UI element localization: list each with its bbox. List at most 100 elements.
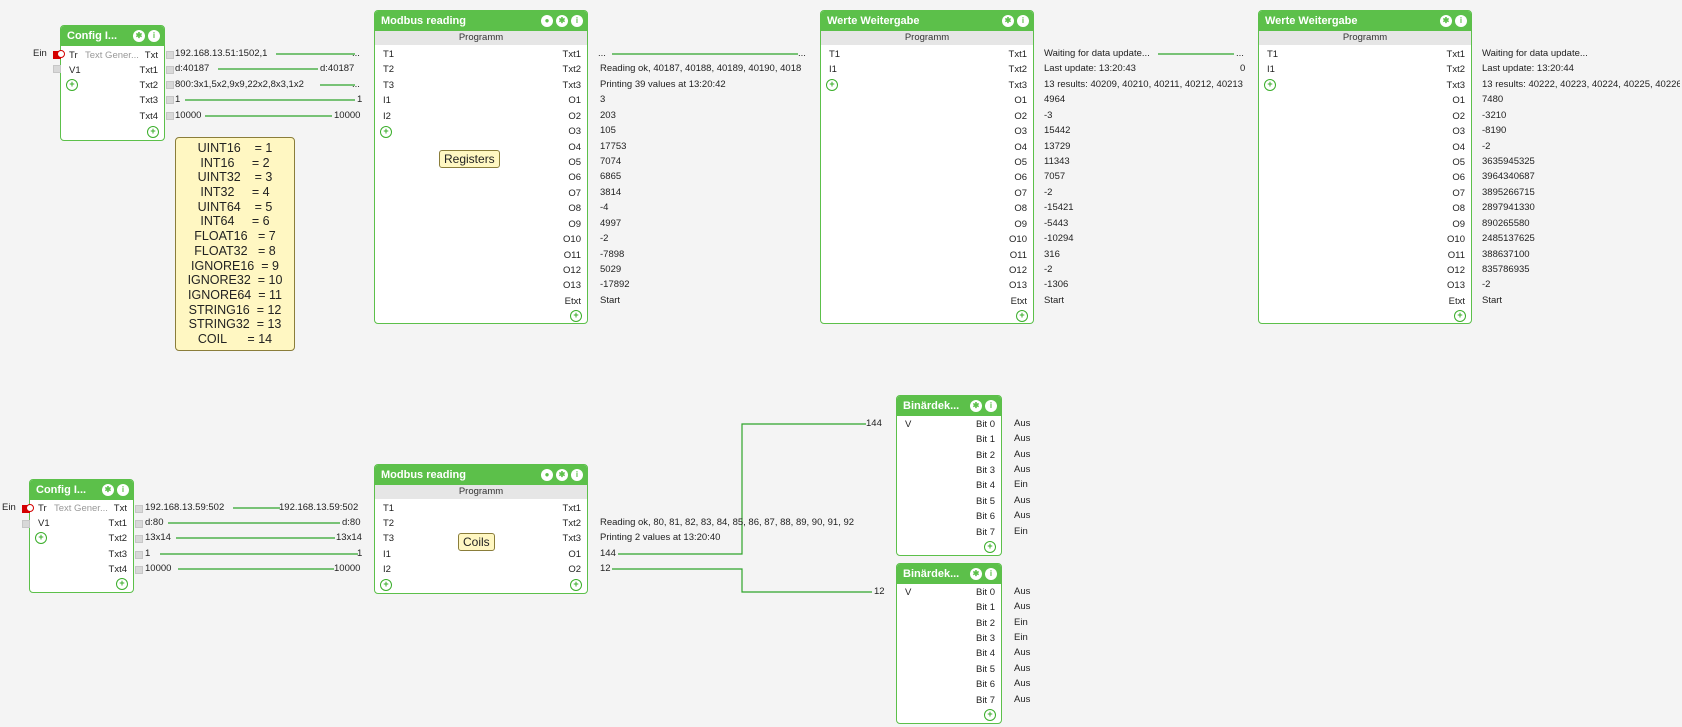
plus-circle-icon[interactable]: + [380,126,392,138]
werte-weitergabe-block-2[interactable]: Werte Weitergabe ✱i Programm T1 I1 + Txt… [1258,10,1472,324]
modbus-reading-block-2[interactable]: Modbus reading ●✱i Programm T1 T2 T3 I1 … [374,464,588,594]
wire-end-value: 10000 [334,563,361,574]
config1-txt4-value: 10000 [175,110,202,121]
output-o5: O5 [1452,157,1465,168]
binar1-bit4-value: Ein [1014,479,1028,490]
werte1-txt1-value: Waiting for data update... [1044,48,1150,59]
info-icon[interactable]: i [571,469,583,481]
binar1-bit6-value: Aus [1014,510,1031,521]
werte1-o7-value: -2 [1044,187,1053,198]
werte2-o7-value: 3895266715 [1482,187,1535,198]
wire-end-value: 1 [357,548,363,559]
output-nub[interactable] [135,505,143,513]
config-block-2[interactable]: Config I... ✱i Tr Text Gener... V1 + Txt… [29,479,134,593]
config-block-1[interactable]: Config I... ✱i Tr Text Gener... V1 + Txt… [60,25,165,141]
binardecoder-block-1[interactable]: Binärdek... ✱i V Bit 0 Bit 1 Bit 2 Bit 3… [896,395,1002,556]
output-nub[interactable] [135,566,143,574]
legend-line: INT32 = 4 [200,185,270,200]
input-t3: T3 [383,533,395,544]
output-bit-4: Bit 4 [975,648,995,659]
werte-weitergabe-block-1[interactable]: Werte Weitergabe ✱i Programm T1 I1 + Txt… [820,10,1034,324]
output-o1: O1 [568,549,581,560]
plus-circle-icon[interactable]: + [570,310,582,322]
output-txt4: Txt4 [108,564,127,575]
output-o11: O11 [1447,250,1465,261]
input-nub[interactable] [22,520,30,528]
input-i2: I2 [383,564,391,575]
gear-icon[interactable]: ✱ [556,15,568,27]
plus-circle-icon[interactable]: + [1016,310,1028,322]
settings-icon[interactable]: ● [541,15,553,27]
modbus-reading-block-1[interactable]: Modbus reading ●✱i Programm T1 T2 T3 I1 … [374,10,588,324]
output-o8: O8 [568,203,581,214]
info-icon[interactable]: i [571,15,583,27]
binar1-bit3-value: Aus [1014,464,1031,475]
output-bit-5: Bit 5 [975,496,995,507]
trigger-ring-icon[interactable] [26,504,34,512]
werte1-o11-value: 316 [1044,249,1060,260]
output-bit-6: Bit 6 [975,511,995,522]
output-nub[interactable] [166,96,174,104]
output-nub[interactable] [166,51,174,59]
output-nub[interactable] [166,81,174,89]
text-generator-label: Text Gener... [54,503,108,514]
output-o5: O5 [1014,157,1027,168]
output-o11: O11 [563,250,581,261]
info-icon[interactable]: i [985,568,997,580]
gear-icon[interactable]: ✱ [970,568,982,580]
gear-icon[interactable]: ✱ [556,469,568,481]
output-o12: O12 [563,265,581,276]
info-icon[interactable]: i [117,484,129,496]
output-txt1: Txt1 [108,518,127,529]
binardecoder-block-2[interactable]: Binärdek... ✱i V Bit 0 Bit 1 Bit 2 Bit 3… [896,563,1002,724]
output-nub[interactable] [135,551,143,559]
werte2-txt3-value: 13 results: 40222, 40223, 40224, 40225, … [1482,79,1680,90]
werte1-o8-value: -15421 [1044,202,1074,213]
gear-icon[interactable]: ✱ [1440,15,1452,27]
plus-circle-icon[interactable]: + [380,579,392,591]
input-i1: I1 [383,95,391,106]
gear-icon[interactable]: ✱ [970,400,982,412]
binar2-bit1-value: Aus [1014,601,1031,612]
output-txt3: Txt3 [1446,80,1465,91]
plus-circle-icon[interactable]: + [1264,79,1276,91]
plus-circle-icon[interactable]: + [826,79,838,91]
output-nub[interactable] [135,535,143,543]
input-nub[interactable] [53,65,61,73]
gear-icon[interactable]: ✱ [102,484,114,496]
plus-circle-icon[interactable]: + [147,126,159,138]
output-o7: O7 [568,188,581,199]
info-icon[interactable]: i [1017,15,1029,27]
legend-line: IGNORE32 = 10 [187,273,283,288]
input-v: V [905,419,912,430]
info-icon[interactable]: i [985,400,997,412]
output-bit-5: Bit 5 [975,664,995,675]
gear-icon[interactable]: ✱ [133,30,145,42]
trigger-ring-icon[interactable] [57,50,65,58]
wire-end-value: ... [1236,48,1244,59]
output-nub[interactable] [135,520,143,528]
input-tr: Tr [38,503,47,514]
plus-circle-icon[interactable]: + [116,578,128,590]
output-nub[interactable] [166,112,174,120]
plus-circle-icon[interactable]: + [66,79,78,91]
input-v: V [905,587,912,598]
werte1-o4-value: 13729 [1044,141,1071,152]
plus-circle-icon[interactable]: + [1454,310,1466,322]
info-icon[interactable]: i [1455,15,1467,27]
settings-icon[interactable]: ● [541,469,553,481]
wire-end-value: ... [352,79,360,90]
ein-label: Ein [33,48,47,59]
block-title: Modbus reading [375,11,587,31]
plus-circle-icon[interactable]: + [35,532,47,544]
plus-circle-icon[interactable]: + [984,541,996,553]
info-icon[interactable]: i [148,30,160,42]
plus-circle-icon[interactable]: + [984,709,996,721]
plus-circle-icon[interactable]: + [570,579,582,591]
legend-line: IGNORE64 = 11 [188,287,282,302]
binar2-bit6-value: Aus [1014,678,1031,689]
output-nub[interactable] [166,66,174,74]
gear-icon[interactable]: ✱ [1002,15,1014,27]
output-o3: O3 [1014,126,1027,137]
binar1-bit5-value: Aus [1014,495,1031,506]
